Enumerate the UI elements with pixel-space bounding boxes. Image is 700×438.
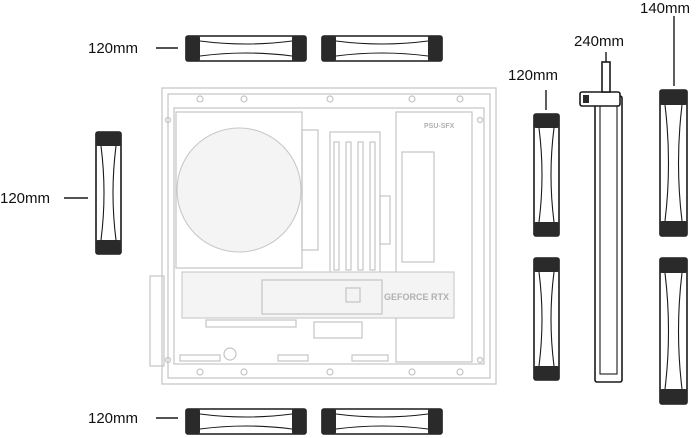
side-fan-left <box>95 131 122 255</box>
radiator-label: 240mm <box>574 33 624 50</box>
psu-label: PSU-SFX <box>424 123 455 130</box>
top-fan-left <box>185 35 307 62</box>
right-small-fan-bottom <box>533 257 560 381</box>
gpu-block: GEFORCE RTX <box>181 271 455 319</box>
ram-slots <box>329 131 381 277</box>
right-small-fan-top <box>533 113 560 237</box>
radiator-240 <box>579 61 623 383</box>
right-large-fan-label: 140mm <box>640 0 690 17</box>
right-small-fan-label: 120mm <box>508 67 558 84</box>
bottom-fan-label: 120mm <box>88 410 138 427</box>
motherboard-bottom <box>149 275 389 367</box>
top-fan-right <box>321 35 443 62</box>
top-fan-label: 120mm <box>88 40 138 57</box>
right-large-fan-bottom <box>659 257 688 405</box>
cpu-cooler <box>175 111 319 269</box>
case-outline <box>161 87 497 385</box>
psu-block: PSU-SFX <box>379 111 473 363</box>
right-large-fan-top <box>659 89 688 237</box>
bottom-fan-right <box>321 408 443 435</box>
side-fan-label: 120mm <box>0 190 50 207</box>
bottom-fan-left <box>185 408 307 435</box>
gpu-label: GEFORCE RTX <box>384 292 449 302</box>
